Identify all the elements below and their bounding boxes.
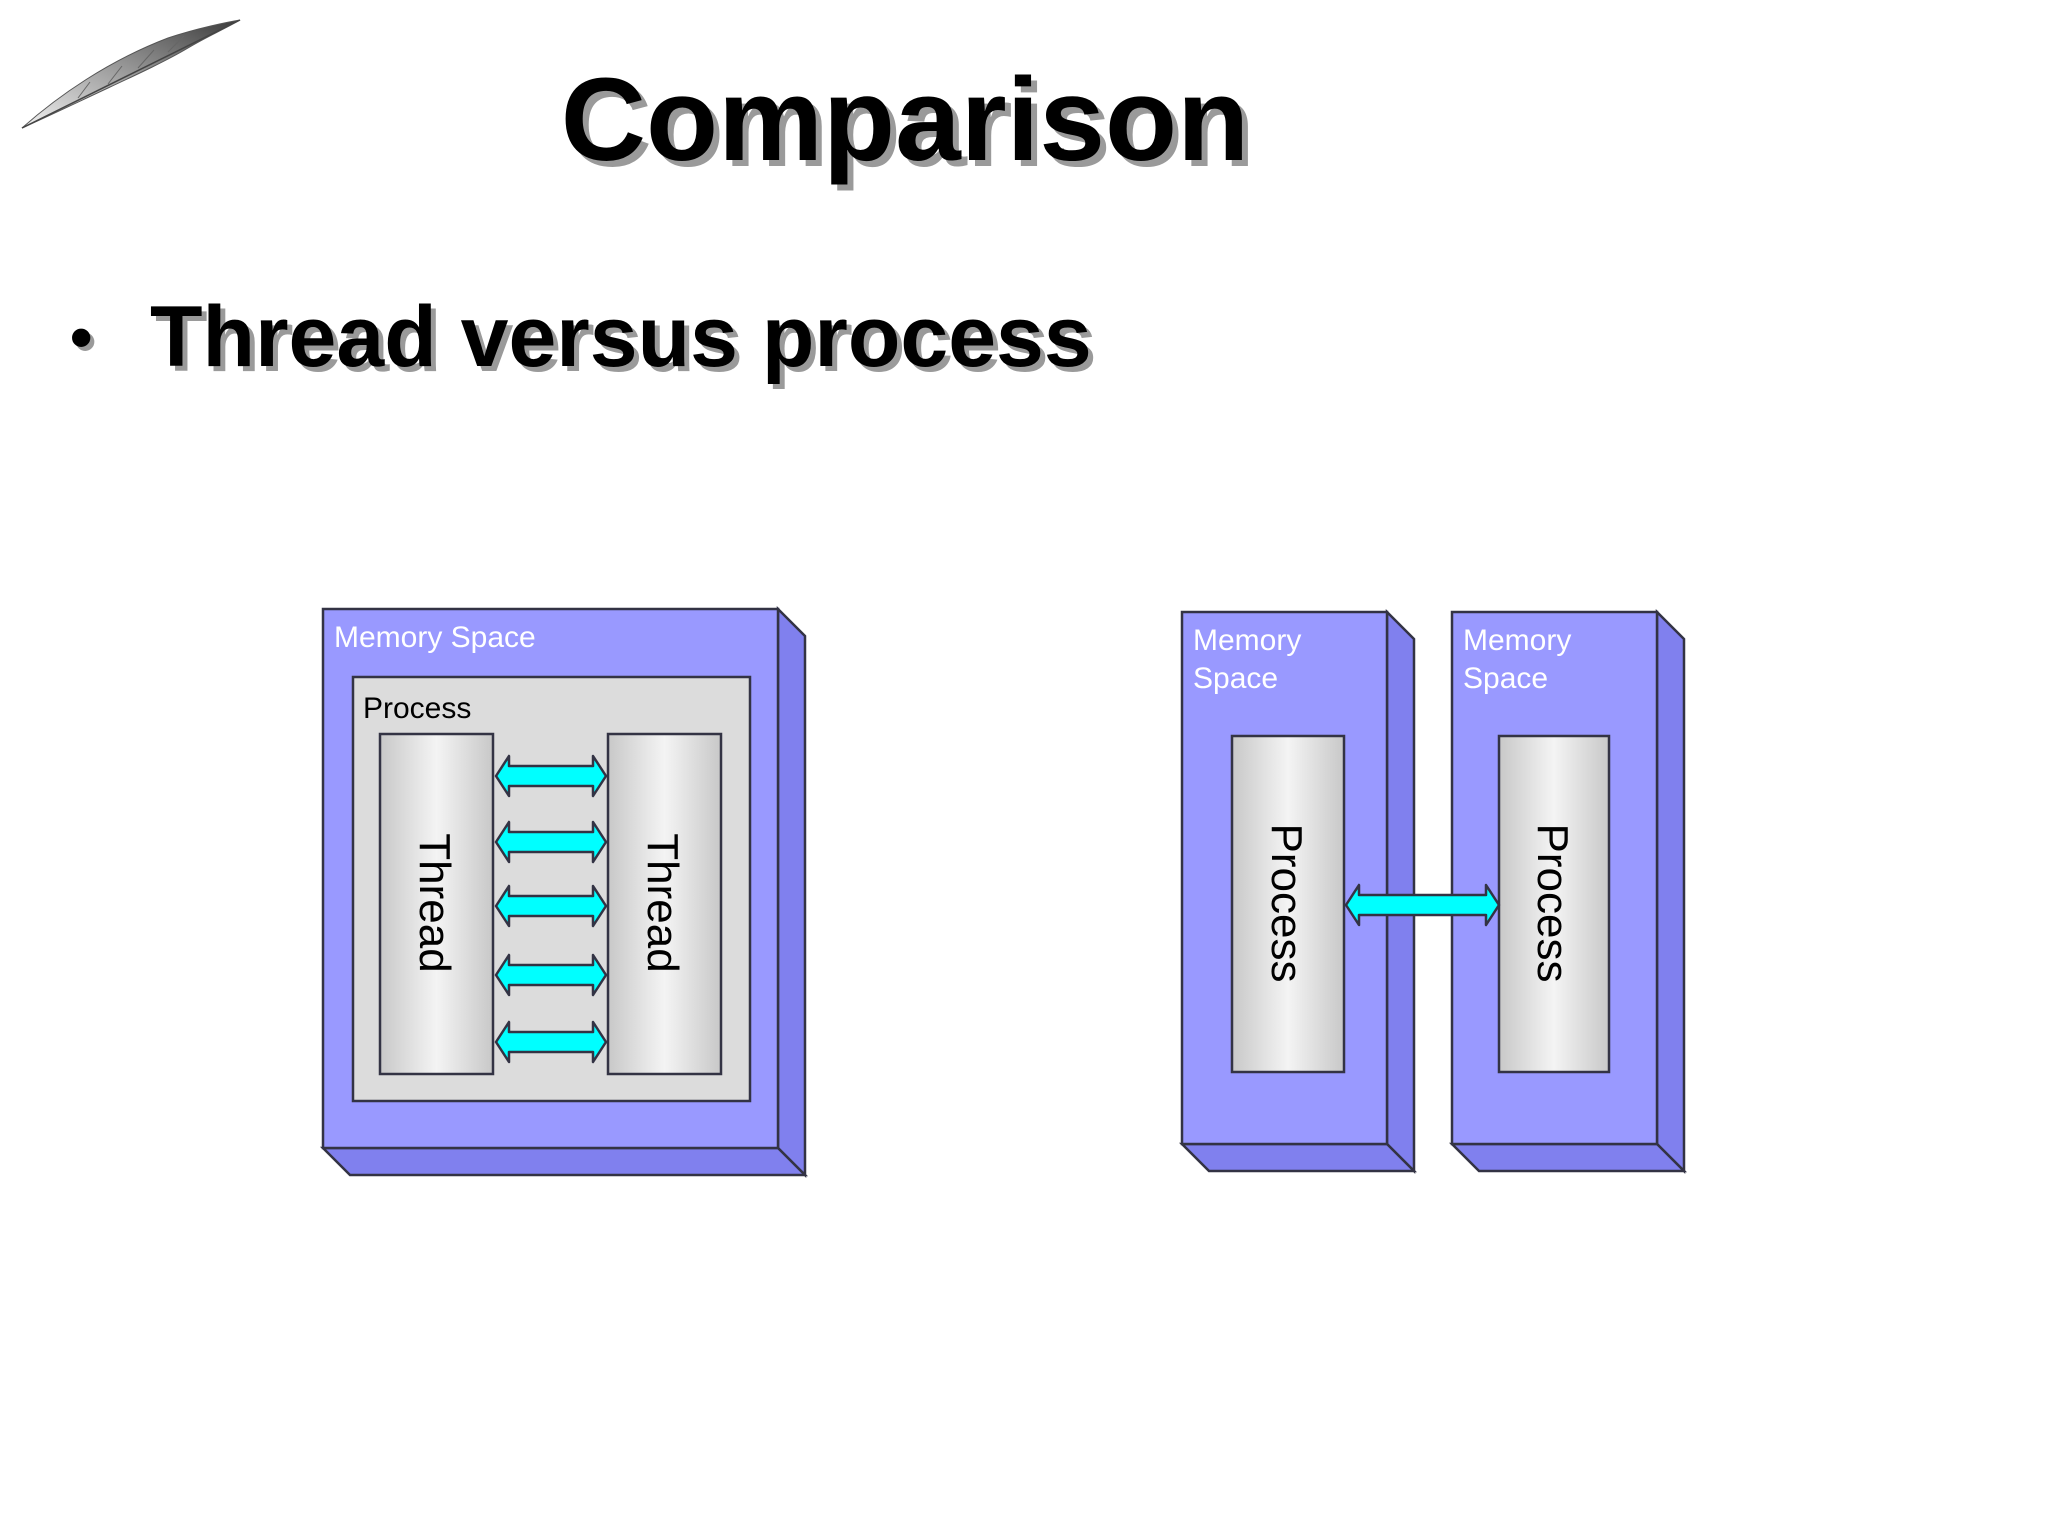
left-thread-box-2 — [606, 732, 723, 1076]
bullet-icon: • — [70, 301, 93, 373]
bullet-text: Thread versus process — [150, 288, 1092, 385]
left-thread-label-2: Thread — [638, 833, 687, 972]
left-process-label: Process — [363, 692, 471, 725]
right-process-box-1 — [1230, 734, 1346, 1074]
right-process-box-2 — [1497, 734, 1611, 1074]
feather-icon — [21, 19, 241, 129]
left-thread-box-1 — [378, 732, 495, 1076]
slide-title: Comparison — [560, 54, 1250, 186]
left-memory-space: Memory Space Process Thread Thread — [319, 605, 809, 1179]
right-process-label-1: Process — [1262, 824, 1311, 983]
right-process-label-2: Process — [1528, 824, 1577, 983]
left-thread-label-1: Thread — [410, 833, 459, 972]
right-memory-space-1: Memory Space Process — [1178, 608, 1418, 1175]
right-ipc-arrow — [1344, 883, 1501, 927]
right-memory-label-1a: Memory — [1193, 624, 1301, 657]
right-memory-label-1b: Space — [1193, 662, 1278, 695]
bullet-item: • Thread versus process — [70, 282, 1092, 392]
left-memory-label: Memory Space — [334, 621, 536, 654]
right-memory-label-2a: Memory — [1463, 624, 1571, 657]
right-memory-label-2b: Space — [1463, 662, 1548, 695]
right-memory-space-2: Memory Space Process — [1448, 608, 1688, 1175]
